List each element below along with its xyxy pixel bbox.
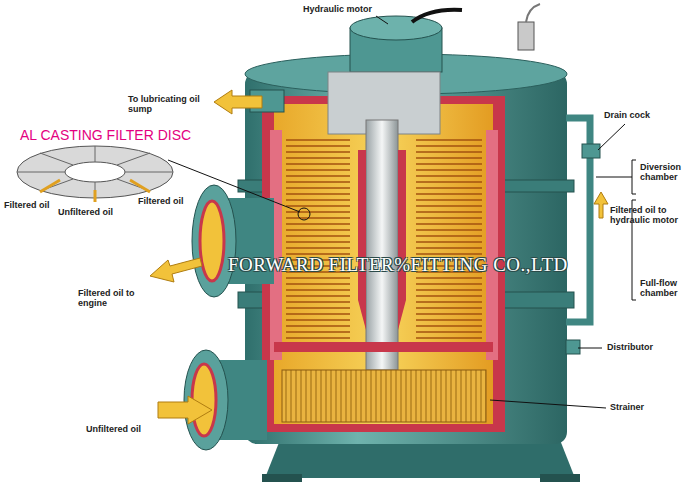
part-label: Strainer <box>610 402 644 412</box>
flow-label: Filtered oil to engine <box>78 288 150 309</box>
part-label: Drain cock <box>604 110 650 120</box>
flow-label: Filtered oil <box>4 200 50 210</box>
flow-label: Unfiltered oil <box>86 424 141 434</box>
inset-title: AL CASTING FILTER DISC <box>20 127 191 143</box>
flow-label: Unfiltered oil <box>58 207 113 217</box>
flow-label: Filtered oil to hydraulic motor <box>610 205 680 226</box>
part-label: Distributor <box>607 342 653 352</box>
part-label: Full-flow chamber <box>640 278 696 299</box>
part-label: Diversion chamber <box>640 162 696 183</box>
flow-label: Filtered oil <box>138 196 184 206</box>
watermark: FORWARD FILTER%FITTING CO.,LTD <box>228 254 568 276</box>
flow-label: To lubricating oil sump <box>128 94 208 115</box>
part-label: Hydraulic motor <box>303 4 372 14</box>
